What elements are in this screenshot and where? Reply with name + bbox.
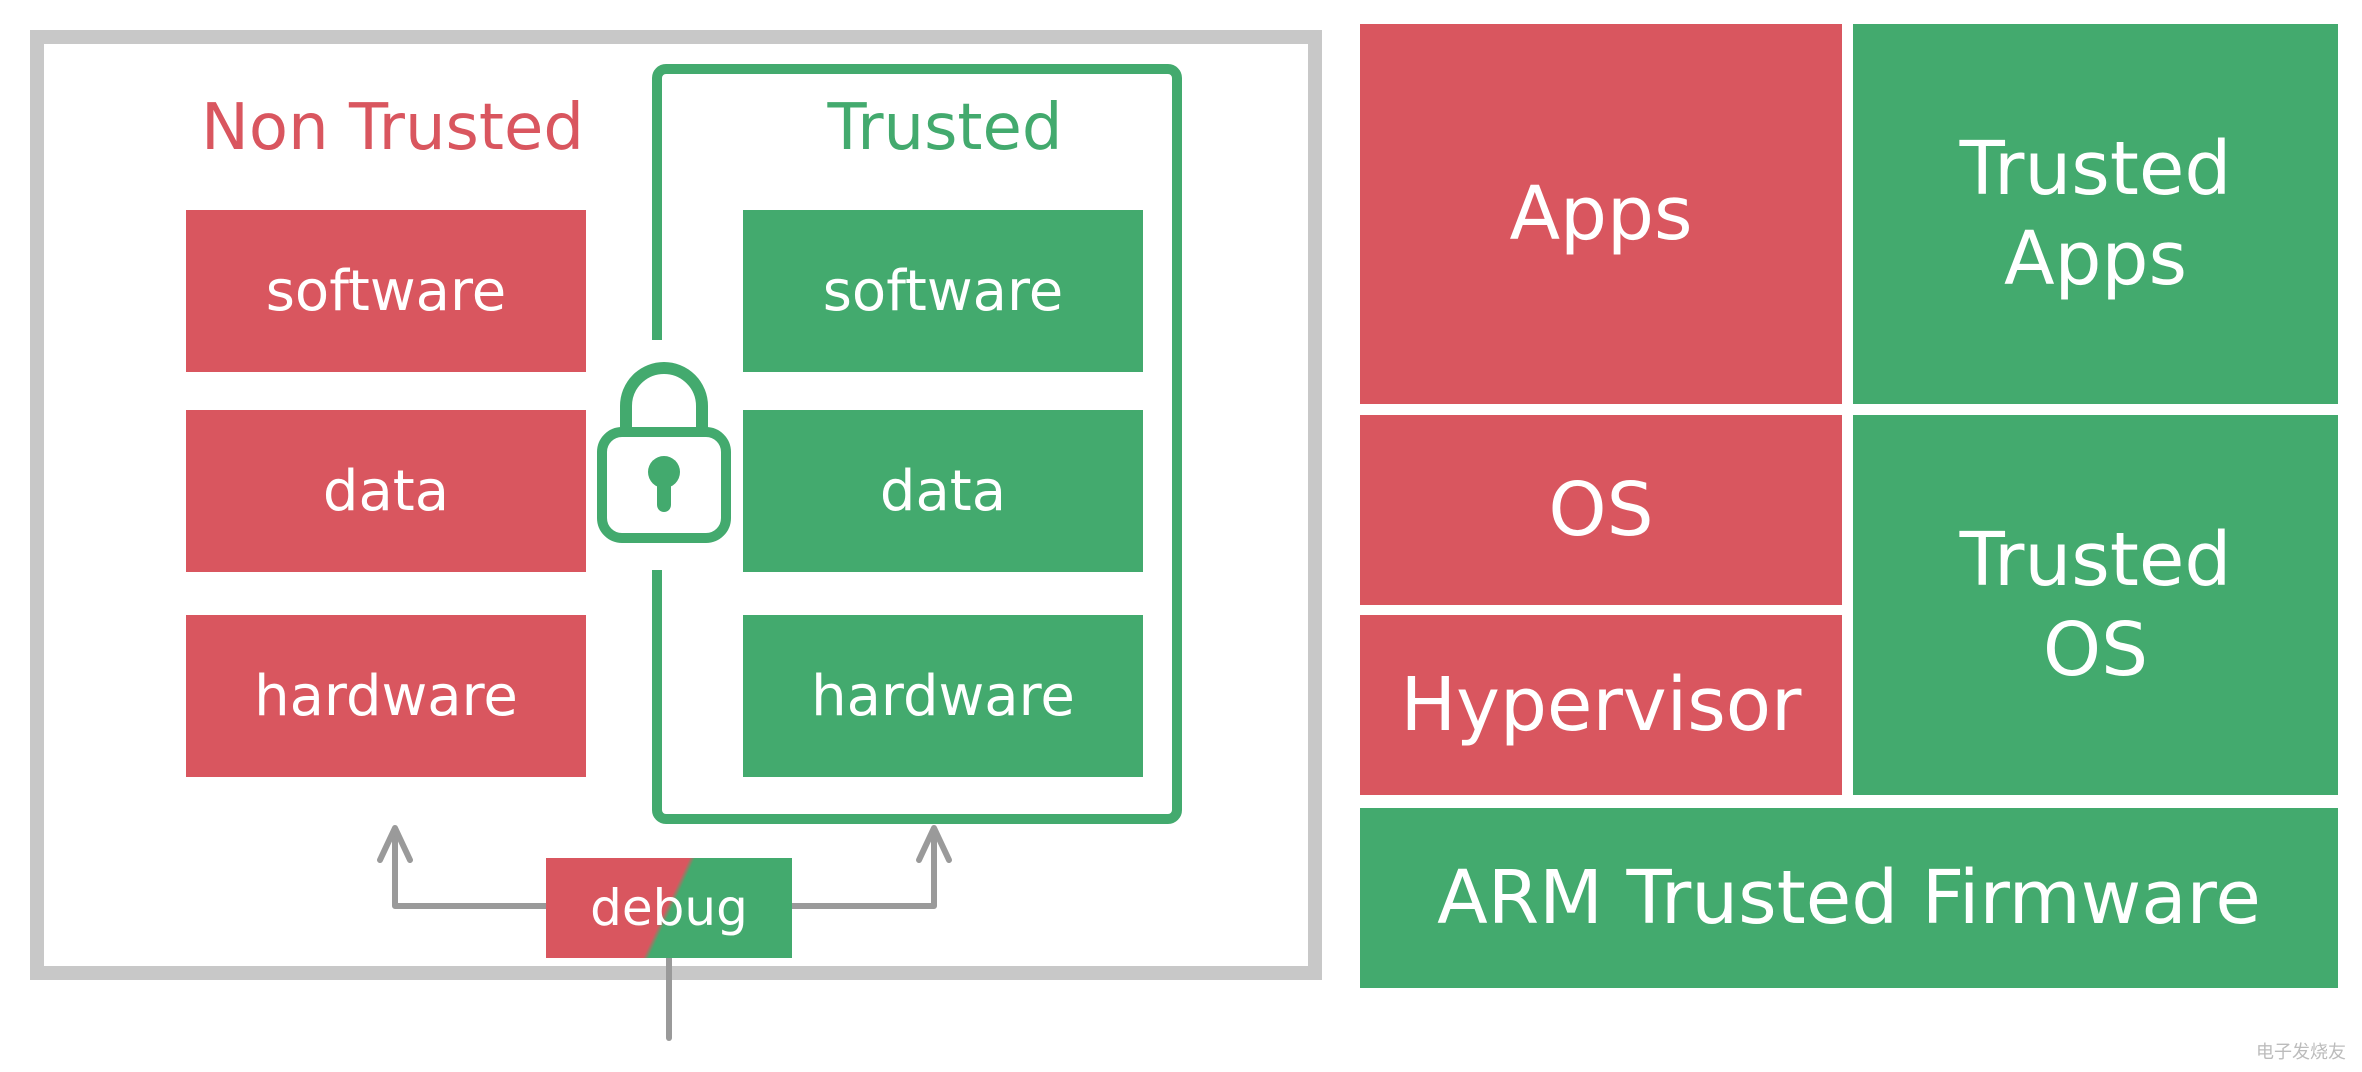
padlock-icon	[597, 362, 731, 543]
debug-label: debug	[590, 879, 748, 937]
arm-trusted-firmware-block: ARM Trusted Firmware	[1360, 808, 2338, 988]
apps-block: Apps	[1360, 24, 1842, 404]
trusted-hardware-box: hardware	[743, 615, 1143, 777]
debug-connectors	[377, 825, 952, 1041]
arrow-up-icon	[916, 825, 952, 863]
watermark: 电子发烧友	[2256, 1042, 2346, 1063]
os-block: OS	[1360, 415, 1842, 605]
non-trusted-title: Non Trusted	[201, 91, 584, 165]
debug-to-trusted-line	[789, 829, 937, 909]
trusted-data-box: data	[743, 410, 1143, 572]
arrow-up-icon	[377, 825, 413, 863]
non-trusted-hardware-box: hardware	[186, 615, 586, 777]
non-trusted-software-box: software	[186, 210, 586, 372]
trusted-title: Trusted	[827, 91, 1063, 165]
trusted-apps-block: Trusted Apps	[1853, 24, 2338, 404]
trusted-software-box: software	[743, 210, 1143, 372]
trusted-os-block: Trusted OS	[1853, 415, 2338, 795]
debug-box: debug	[546, 858, 792, 958]
hypervisor-block: Hypervisor	[1360, 615, 1842, 795]
non-trusted-data-box: data	[186, 410, 586, 572]
debug-to-non-trusted-line	[392, 829, 549, 909]
